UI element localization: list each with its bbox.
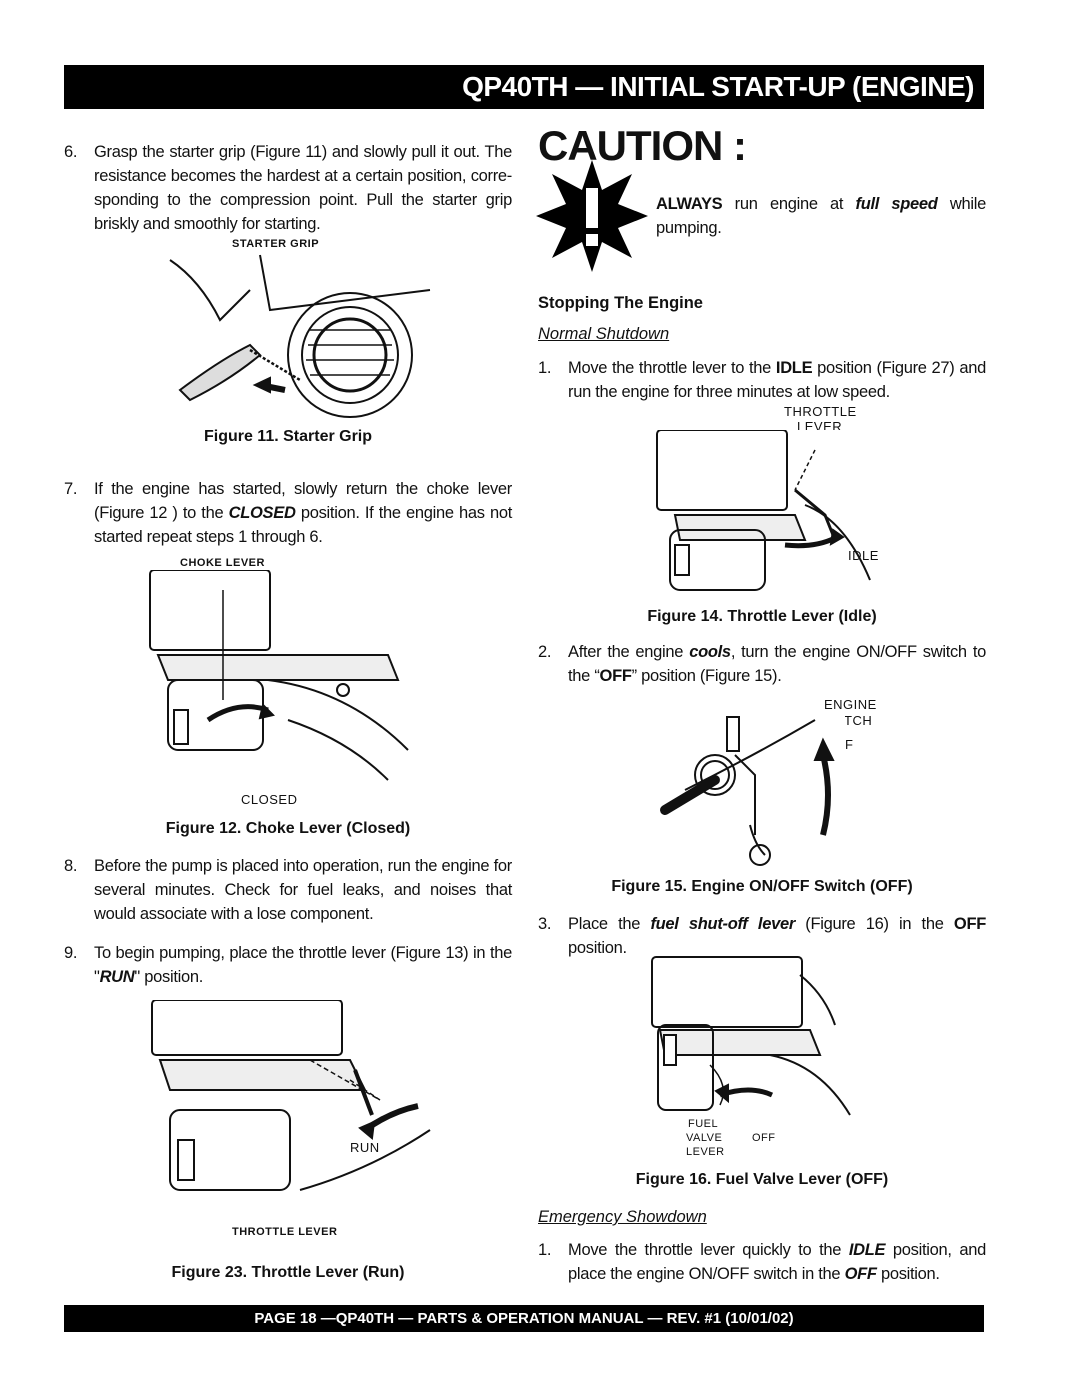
closed-emphasis: CLOSED bbox=[228, 504, 296, 522]
caution-text-part: run engine at bbox=[722, 195, 856, 213]
step-text: Before the pump is placed into operation… bbox=[94, 857, 512, 923]
figure-12-caption: Figure 12. Choke Lever (Closed) bbox=[165, 820, 411, 837]
stopping-heading: Stopping The Engine bbox=[538, 294, 703, 312]
full-speed-emphasis: full speed bbox=[855, 195, 938, 213]
step-text-part: position, and place the engine ON/OFF sw… bbox=[568, 1241, 986, 1283]
step-text: Grasp the starter grip (Figure 11) and s… bbox=[94, 143, 512, 233]
warning-burst-icon bbox=[536, 160, 648, 272]
step-number: 1. bbox=[538, 1241, 552, 1259]
throttle-label: THROTTLE bbox=[784, 404, 857, 419]
step-text-part: To begin pumping, place the throttle lev… bbox=[94, 944, 512, 986]
step-number: 7. bbox=[64, 480, 78, 498]
throttle-lever-run-illustration bbox=[150, 1000, 440, 1220]
choke-lever-label: CHOKE LEVER bbox=[180, 557, 265, 569]
step-text: If the engine has started, slowly return… bbox=[94, 477, 512, 549]
cools-emphasis: cools bbox=[689, 643, 731, 661]
engine-switch-illustration bbox=[655, 715, 845, 870]
stop-step-3: 3. Place the fuel shut-off lever (Figure… bbox=[538, 912, 986, 960]
step-number: 9. bbox=[64, 944, 78, 962]
step-number: 1. bbox=[538, 359, 552, 377]
step-text-part: Move the throttle lever to the bbox=[568, 359, 776, 377]
throttle-lever-idle-illustration bbox=[655, 430, 885, 595]
page-header: QP40TH — INITIAL START-UP (ENGINE) bbox=[64, 65, 984, 109]
step-text-part: After the engine bbox=[568, 643, 690, 661]
figure-23-caption: Figure 23. Throttle Lever (Run) bbox=[171, 1264, 405, 1281]
idle-emphasis: IDLE bbox=[848, 1241, 886, 1259]
step-text-part: If the engine has started, slowly return… bbox=[94, 480, 512, 522]
step-text-part: position. bbox=[568, 939, 627, 957]
engine-label: ENGINE bbox=[824, 697, 877, 712]
run-label: RUN bbox=[350, 1140, 380, 1155]
emergency-step-1: 1. Move the throttle lever quickly to th… bbox=[538, 1238, 986, 1286]
fuel-valve-illustration bbox=[650, 955, 860, 1120]
step-6: 6. Grasp the starter grip (Figure 11) an… bbox=[64, 140, 512, 236]
choke-lever-illustration bbox=[148, 570, 418, 785]
stop-step-2: 2. After the engine cools, turn the engi… bbox=[538, 640, 986, 688]
step-text-part: Move the throttle lever quickly to the bbox=[568, 1241, 849, 1259]
stop-step-1: 1. Move the throttle lever to the IDLE p… bbox=[538, 356, 986, 404]
step-number: 2. bbox=[538, 643, 552, 661]
caution-text-part: while pumping. bbox=[656, 195, 987, 237]
off-strong: OFF bbox=[953, 915, 987, 933]
step-text: Move the throttle lever quickly to the I… bbox=[568, 1238, 986, 1286]
valve-label: VALVE bbox=[686, 1132, 723, 1144]
fuel-lever-label: LEVER bbox=[686, 1146, 725, 1158]
step-number: 8. bbox=[64, 857, 78, 875]
starter-grip-label: STARTER GRIP bbox=[232, 238, 320, 250]
page-footer: PAGE 18 —QP40TH — PARTS & OPERATION MANU… bbox=[64, 1305, 984, 1332]
step-text-part: " position. bbox=[134, 968, 204, 986]
step-text: To begin pumping, place the throttle lev… bbox=[94, 941, 512, 989]
closed-label: CLOSED bbox=[241, 792, 298, 807]
step-8: 8. Before the pump is placed into operat… bbox=[64, 854, 512, 926]
figure-16-caption: Figure 16. Fuel Valve Lever (OFF) bbox=[635, 1171, 889, 1188]
figure-11-caption: Figure 11. Starter Grip bbox=[203, 428, 373, 445]
throttle-lever-label: THROTTLE LEVER bbox=[232, 1226, 338, 1238]
idle-strong: IDLE bbox=[775, 359, 813, 377]
caution-text: ALWAYS run engine at full speed while pu… bbox=[656, 192, 986, 240]
always-strong: ALWAYS bbox=[656, 195, 723, 213]
step-7: 7. If the engine has started, slowly ret… bbox=[64, 477, 512, 549]
idle-label: IDLE bbox=[848, 548, 879, 563]
fuel-label: FUEL bbox=[688, 1118, 719, 1130]
run-emphasis: RUN bbox=[99, 968, 135, 986]
step-text: Move the throttle lever to the IDLE posi… bbox=[568, 356, 986, 404]
normal-shutdown-heading: Normal Shutdown bbox=[538, 325, 670, 343]
step-text-part: position. bbox=[876, 1265, 940, 1283]
off-emphasis: OFF bbox=[844, 1265, 877, 1283]
step-text: Place the fuel shut-off lever (Figure 16… bbox=[568, 912, 986, 960]
page-title: QP40TH — INITIAL START-UP (ENGINE) bbox=[462, 71, 974, 102]
starter-grip-illustration bbox=[160, 250, 440, 420]
step-number: 6. bbox=[64, 143, 78, 161]
footer-text: PAGE 18 —QP40TH — PARTS & OPERATION MANU… bbox=[254, 1310, 794, 1327]
step-text-part: position (Figure 27) and run the engine … bbox=[568, 359, 986, 401]
step-text-part: , turn the engine ON/OFF switch to the “ bbox=[568, 643, 986, 685]
step-text-part: Place the bbox=[568, 915, 651, 933]
step-9: 9. To begin pumping, place the throttle … bbox=[64, 941, 512, 989]
off-strong: OFF bbox=[599, 667, 632, 685]
caution-title: CAUTION : bbox=[538, 122, 747, 169]
figure-15-caption: Figure 15. Engine ON/OFF Switch (OFF) bbox=[611, 878, 913, 895]
step-text-part: (Figure 16) in the bbox=[794, 915, 954, 933]
step-text: After the engine cools, turn the engine … bbox=[568, 640, 986, 688]
emergency-heading: Emergency Showdown bbox=[538, 1208, 707, 1226]
figure-14-caption: Figure 14. Throttle Lever (Idle) bbox=[647, 608, 877, 625]
step-text-part: ” position (Figure 15). bbox=[631, 667, 782, 685]
fuel-off-label: OFF bbox=[752, 1132, 776, 1144]
fuel-shutoff-emphasis: fuel shut-off lever bbox=[650, 915, 795, 933]
step-number: 3. bbox=[538, 915, 552, 933]
step-text-part: position. If the engine has not started … bbox=[94, 504, 513, 546]
